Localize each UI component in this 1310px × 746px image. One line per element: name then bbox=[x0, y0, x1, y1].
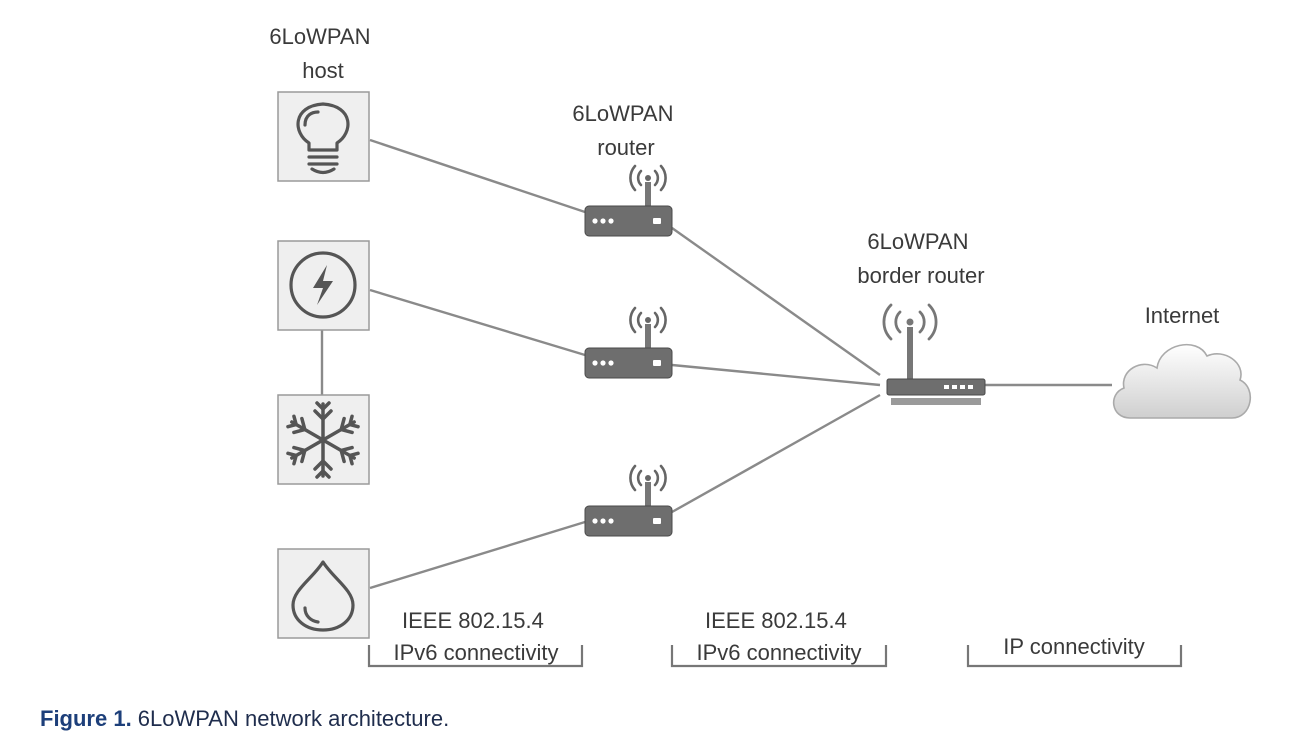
bracket-1 bbox=[367, 645, 584, 668]
figure-number: Figure 1. bbox=[40, 706, 132, 731]
host-water-drop bbox=[277, 548, 370, 639]
border-router bbox=[882, 303, 986, 405]
snowflake-icon bbox=[285, 401, 361, 479]
wifi-signal-icon bbox=[882, 303, 938, 341]
link-host2-router2 bbox=[369, 288, 586, 357]
bracket-2 bbox=[670, 645, 888, 668]
router-icon bbox=[584, 505, 673, 537]
router-icon bbox=[584, 347, 673, 379]
router-3 bbox=[584, 464, 673, 537]
host-lightbulb bbox=[277, 91, 370, 182]
router-icon bbox=[584, 205, 673, 237]
bracket-3-label: IP connectivity bbox=[1003, 634, 1144, 659]
link-host1-router1 bbox=[369, 138, 586, 214]
host-lightning bbox=[277, 240, 370, 331]
figure-caption: Figure 1. 6LoWPAN network architecture. bbox=[40, 706, 449, 732]
bracket-3 bbox=[966, 645, 1183, 668]
wifi-signal-icon bbox=[629, 164, 667, 192]
bracket-1-label: IEEE 802.15.4 IPv6 connectivity bbox=[393, 608, 558, 665]
bracket-2-label: IEEE 802.15.4 IPv6 connectivity bbox=[696, 608, 861, 665]
router-1 bbox=[584, 164, 673, 237]
wifi-signal-icon bbox=[629, 464, 667, 492]
lightbulb-icon bbox=[296, 102, 350, 175]
link-router2-border bbox=[671, 363, 881, 387]
link-router1-border bbox=[671, 227, 881, 376]
host-snowflake bbox=[277, 394, 370, 485]
lightning-icon bbox=[289, 251, 357, 319]
router-2 bbox=[584, 306, 673, 379]
wifi-signal-icon bbox=[629, 306, 667, 334]
border-router-label: 6LoWPAN border router bbox=[857, 229, 984, 288]
host-label: 6LoWPAN host bbox=[269, 24, 376, 83]
internet-label: Internet bbox=[1145, 303, 1220, 328]
cloud-icon bbox=[1113, 343, 1252, 419]
water-drop-icon bbox=[291, 560, 355, 632]
figure-caption-text: 6LoWPAN network architecture. bbox=[131, 706, 450, 731]
border-router-icon bbox=[886, 378, 986, 405]
link-host4-router3 bbox=[369, 520, 586, 590]
router-label: 6LoWPAN router bbox=[572, 101, 679, 160]
link-router3-border bbox=[671, 393, 881, 514]
